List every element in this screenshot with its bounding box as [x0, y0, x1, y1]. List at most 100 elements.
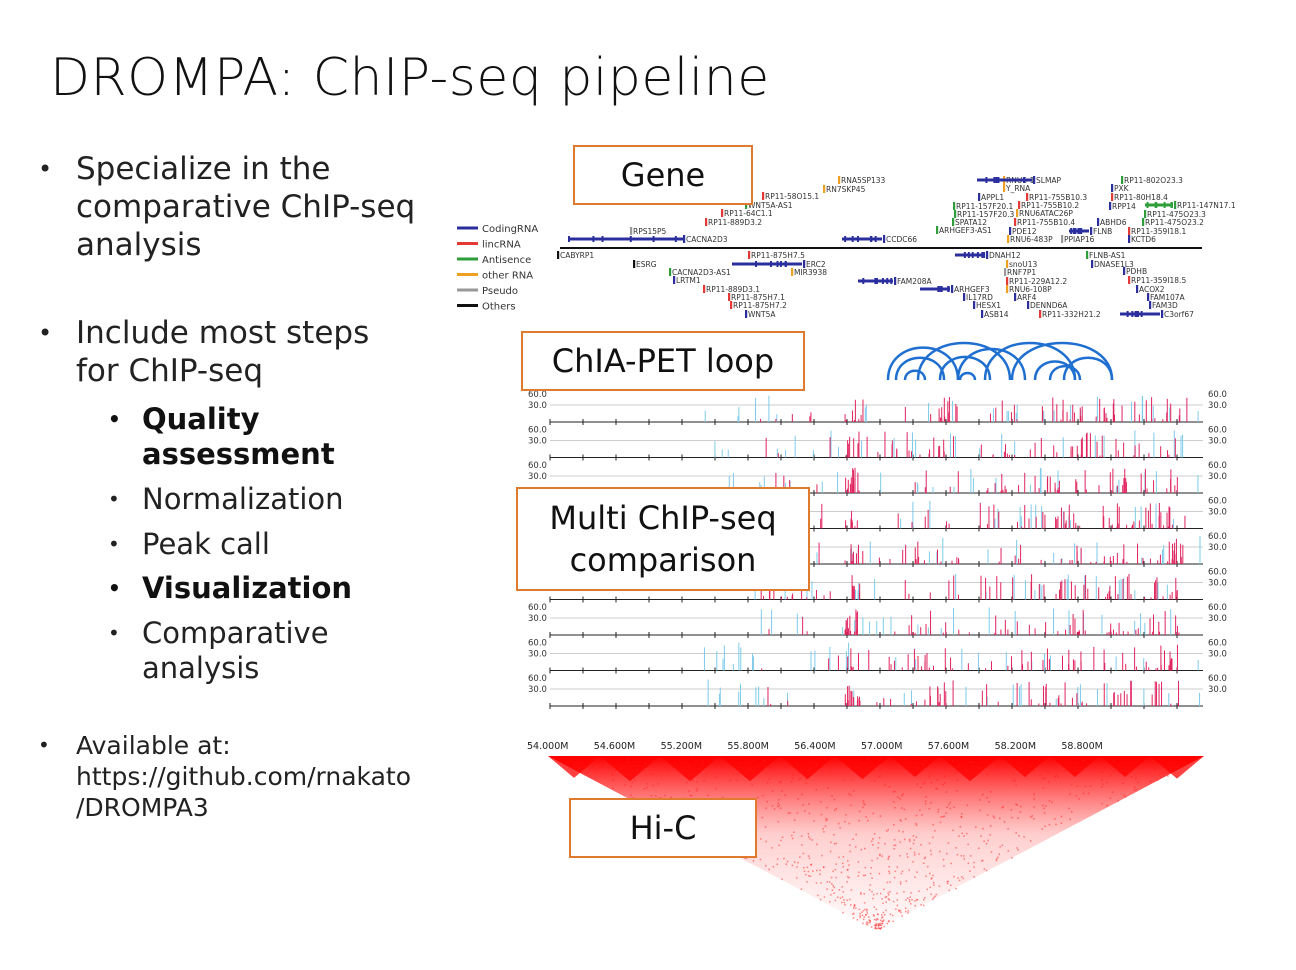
- hic-speckle: [1139, 768, 1142, 770]
- gene-label: DENND6A: [1030, 301, 1068, 310]
- bullet-line: Include most steps: [76, 315, 370, 351]
- gene-exon: [1074, 228, 1077, 234]
- track-ytick-right: 60.0: [1208, 532, 1227, 542]
- gene-marker: [1014, 218, 1017, 226]
- hic-speckle: [893, 876, 896, 879]
- x-tick-label: 58.200M: [995, 741, 1036, 752]
- hic-speckle: [778, 804, 780, 807]
- hic-speckle: [811, 839, 814, 841]
- hic-speckle: [793, 831, 795, 834]
- gene-marker: [1144, 210, 1147, 218]
- gene-exon: [601, 236, 604, 242]
- hic-speckle: [870, 840, 873, 843]
- hic-speckle: [779, 807, 782, 809]
- hic-speckle: [865, 923, 868, 925]
- hic-speckle: [1082, 792, 1085, 795]
- hic-speckle: [933, 829, 936, 832]
- legend-label: Others: [482, 302, 516, 313]
- gene-exon: [971, 252, 974, 258]
- gene-exon: [997, 177, 1000, 183]
- hic-speckle: [714, 759, 717, 761]
- hic-speckle: [1002, 806, 1005, 808]
- hic-speckle: [846, 899, 848, 901]
- gene-exon: [937, 286, 940, 292]
- gene-label: DNASE1L3: [1094, 260, 1134, 269]
- hic-speckle: [822, 828, 824, 830]
- hic-speckle: [802, 852, 805, 855]
- hic-speckle: [873, 833, 876, 835]
- hic-speckle: [691, 758, 694, 761]
- hic-speckle: [950, 884, 952, 887]
- track-ytick-right: 30.0: [1208, 614, 1227, 624]
- hic-speckle: [823, 831, 825, 833]
- hic-speckle: [877, 776, 880, 778]
- hic-speckle: [793, 861, 796, 863]
- hic-speckle: [624, 784, 626, 786]
- sub-bullet-visualization: Visualization: [108, 571, 352, 606]
- gene-exon: [769, 261, 772, 267]
- gene-exon: [874, 236, 877, 242]
- hic-speckle: [930, 878, 933, 880]
- hic-speckle: [932, 823, 934, 826]
- track-ytick-left: 30.0: [528, 614, 547, 624]
- gene-exon: [1170, 202, 1173, 208]
- hic-speckle: [1007, 828, 1009, 830]
- track-ytick-left: 60.0: [528, 426, 547, 436]
- hic-speckle: [740, 758, 742, 761]
- hic-speckle: [765, 772, 768, 774]
- gene-exon: [983, 252, 986, 258]
- hic-speckle: [838, 889, 841, 891]
- hic-domain: [600, 756, 660, 782]
- gene-label: RNF7P1: [1007, 268, 1036, 277]
- hic-speckle: [998, 763, 1001, 766]
- gene-label: CABYRP1: [560, 251, 594, 260]
- hic-speckle: [1064, 770, 1066, 772]
- hic-speckle: [903, 891, 905, 893]
- hic-speckle: [842, 856, 845, 858]
- hic-speckle: [928, 842, 931, 845]
- track-ytick-right: 60.0: [1208, 639, 1227, 649]
- gene-marker: [978, 193, 981, 201]
- loop-arc: [903, 369, 927, 381]
- hic-speckle: [971, 761, 973, 763]
- gene-exon: [947, 286, 950, 292]
- hic-speckle: [889, 890, 891, 893]
- hic-speckle: [1016, 847, 1018, 849]
- hic-speckle: [875, 919, 878, 921]
- hic-speckle: [966, 832, 968, 835]
- hic-speckle: [807, 855, 810, 857]
- track-ytick-left: 30.0: [528, 685, 547, 695]
- hic-speckle: [817, 894, 819, 897]
- hic-speckle: [881, 916, 884, 918]
- hic-speckle: [877, 842, 880, 844]
- hic-speckle: [835, 863, 837, 865]
- gene-marker: [1061, 235, 1064, 243]
- legend-label: lincRNA: [482, 240, 521, 251]
- hic-speckle: [789, 762, 792, 765]
- hic-speckle: [808, 874, 810, 877]
- hic-speckle: [808, 803, 810, 805]
- hic-speckle: [836, 896, 839, 899]
- hic-speckle: [835, 842, 837, 845]
- hic-speckle: [912, 842, 915, 845]
- hic-speckle: [908, 762, 910, 765]
- hic-speckle: [789, 812, 791, 814]
- hic-speckle: [630, 785, 632, 788]
- gene-marker: [1128, 227, 1131, 235]
- hic-speckle: [803, 870, 806, 873]
- hic-speckle: [999, 817, 1001, 820]
- hic-speckle: [990, 851, 993, 853]
- hic-speckle: [880, 926, 883, 929]
- hic-speckle: [906, 853, 908, 855]
- hic-speckle: [786, 860, 789, 863]
- gene-exon: [862, 278, 865, 284]
- hic-speckle: [815, 882, 818, 884]
- hic-speckle: [862, 874, 865, 877]
- gene-label: C3orf67: [1164, 310, 1194, 319]
- hic-speckle: [877, 847, 879, 849]
- x-tick-label: 56.400M: [794, 741, 835, 752]
- hic-speckle: [636, 768, 638, 771]
- hic-speckle: [1030, 816, 1032, 818]
- hic-speckle: [595, 768, 597, 771]
